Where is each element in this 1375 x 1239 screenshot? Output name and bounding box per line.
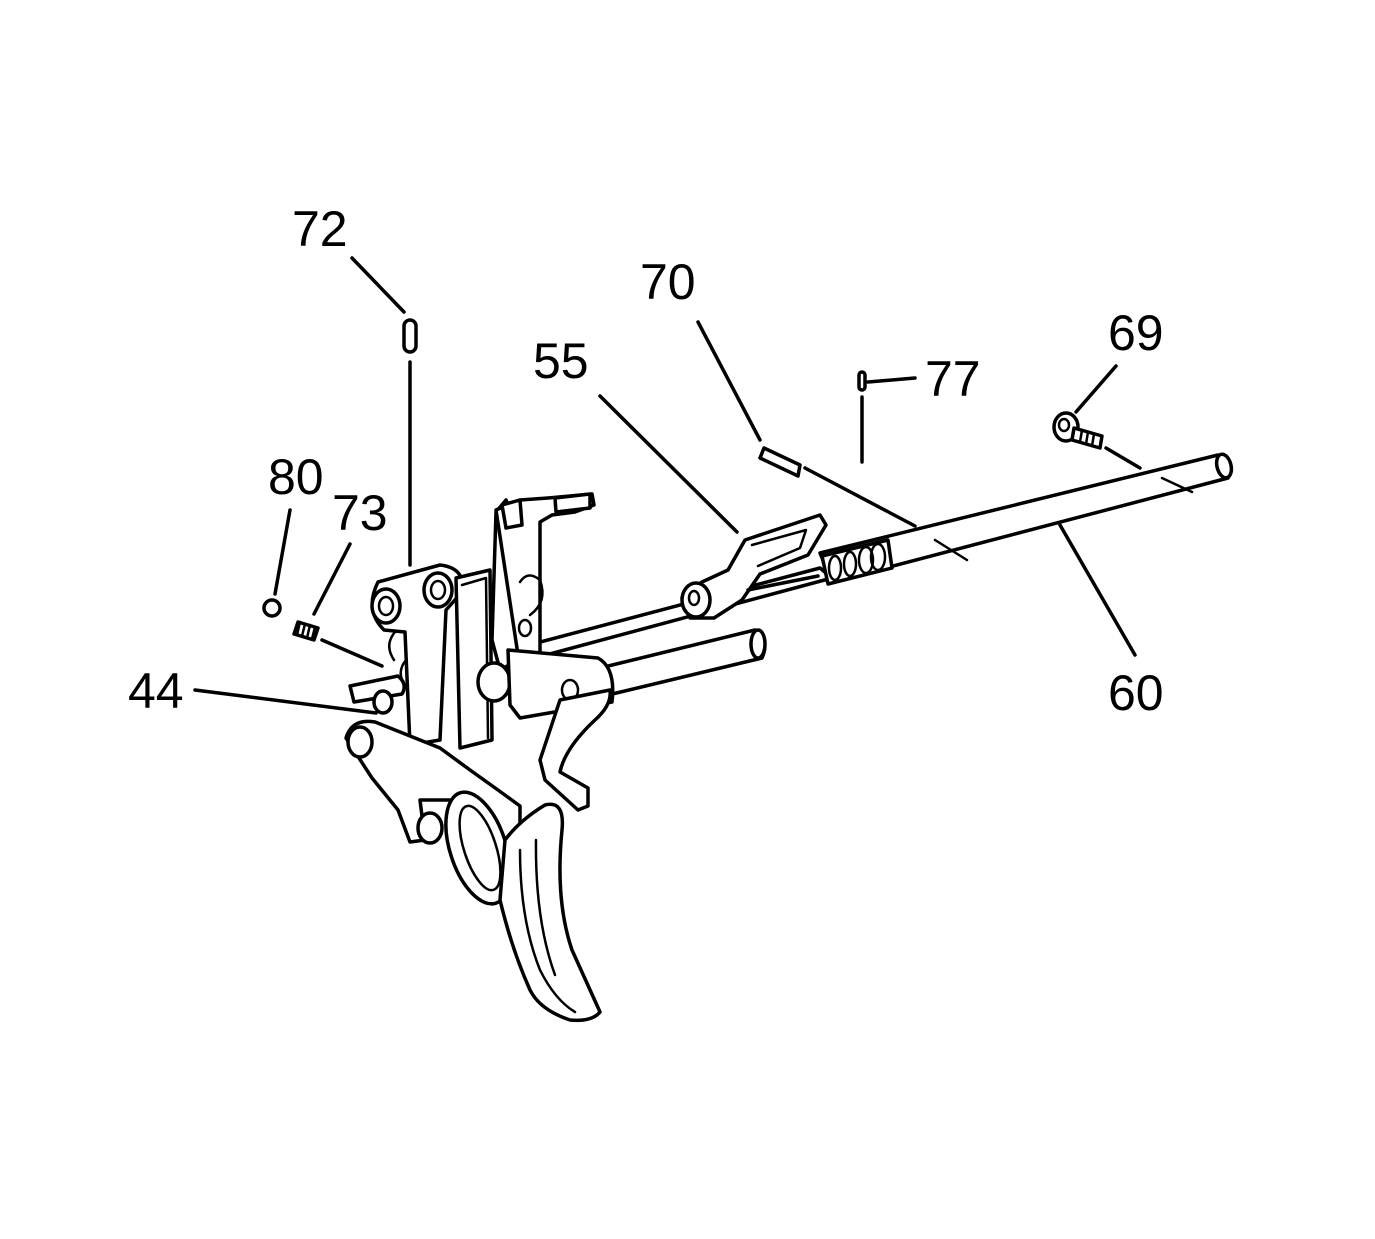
callout-72: 72 — [292, 201, 348, 257]
leader-44 — [193, 688, 378, 715]
leader-73 — [312, 542, 352, 616]
leader-60 — [1058, 523, 1137, 657]
leader-55 — [598, 394, 739, 534]
leader-lines — [193, 256, 1142, 715]
callout-55: 55 — [533, 333, 589, 389]
leader-80 — [273, 508, 292, 596]
shaft-60 — [508, 452, 1234, 664]
leader-77 — [866, 376, 917, 384]
leader-69-shaft — [1104, 446, 1142, 470]
ball-80 — [262, 598, 282, 618]
bracket-assembly — [344, 492, 615, 1023]
callout-70: 70 — [640, 254, 696, 310]
callout-80: 80 — [268, 449, 324, 505]
leader-70 — [696, 320, 762, 442]
callout-60: 60 — [1108, 665, 1164, 721]
leader-72 — [350, 256, 406, 314]
callout-73: 73 — [332, 485, 388, 541]
pin-77 — [857, 370, 867, 392]
leader-70-shaft — [803, 466, 917, 528]
callout-69: 69 — [1108, 305, 1164, 361]
leader-55-shaft — [746, 574, 820, 592]
callout-44: 44 — [128, 663, 184, 719]
bolt-69 — [1052, 411, 1104, 450]
lower-rod — [598, 628, 767, 697]
roll-pin-70 — [758, 446, 802, 478]
fork-lever-55 — [680, 513, 828, 620]
leader-73-bracket — [320, 638, 384, 668]
roll-pin-72 — [402, 318, 418, 354]
spring-73 — [292, 620, 320, 642]
leader-69 — [1074, 364, 1118, 414]
callout-77: 77 — [925, 351, 981, 407]
